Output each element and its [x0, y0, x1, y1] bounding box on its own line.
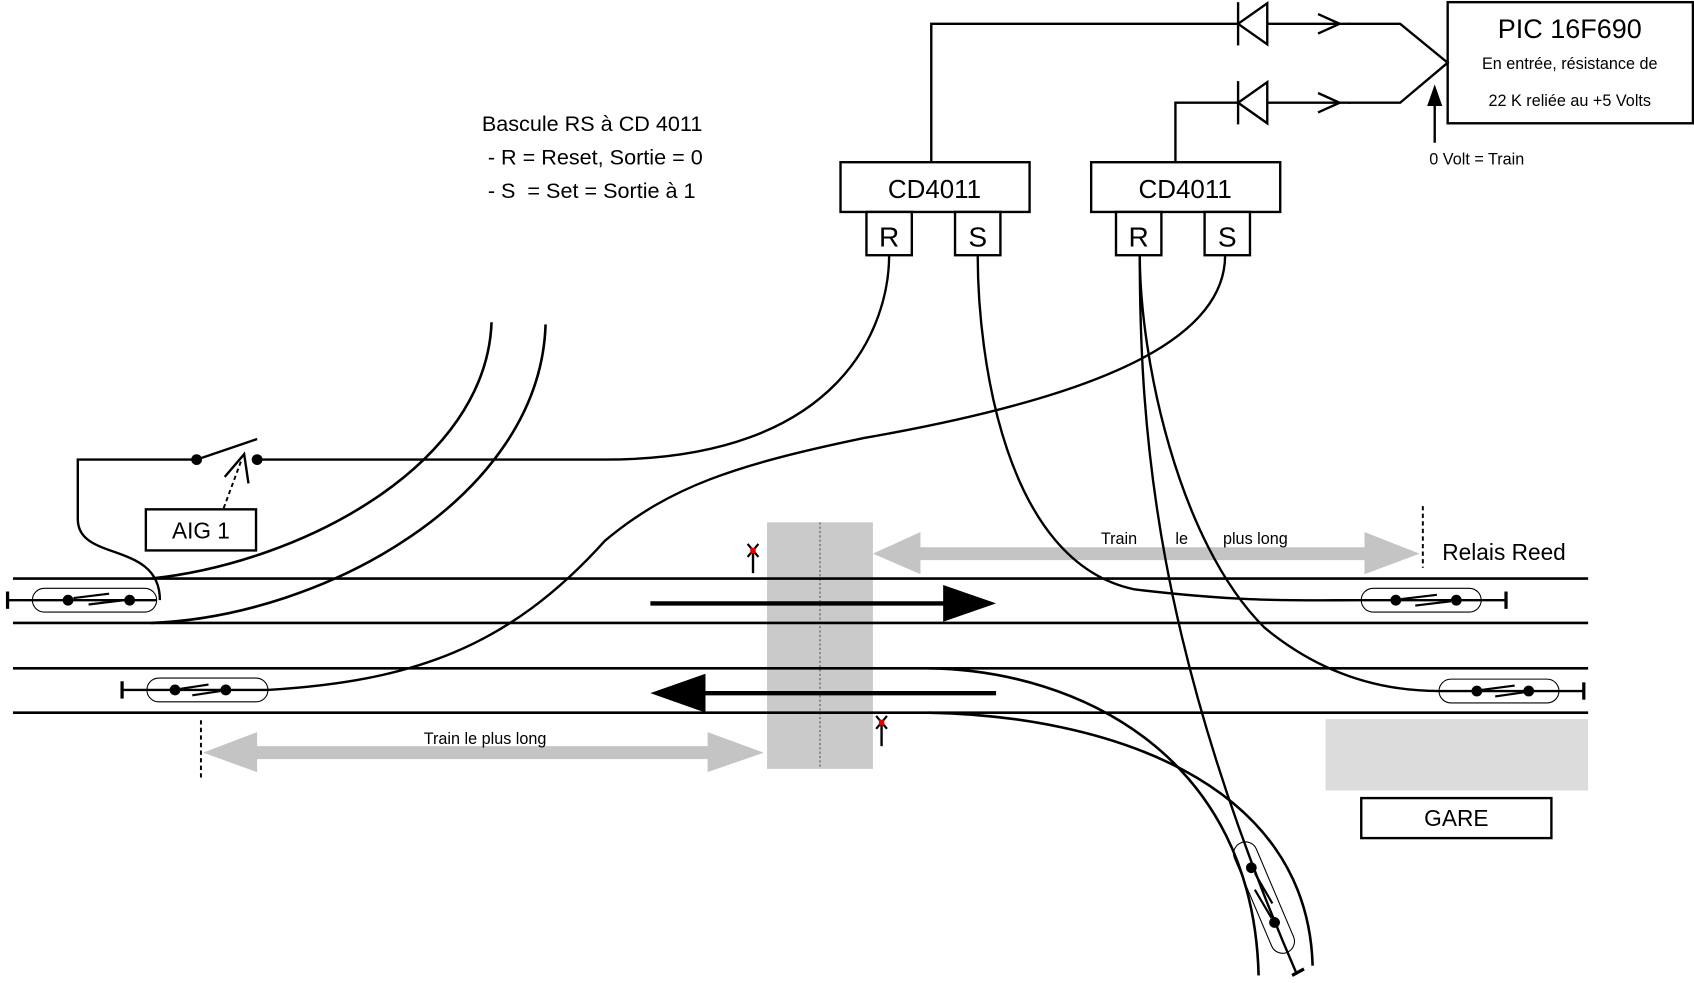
reed-blade	[1495, 691, 1526, 698]
reed-relay-branch	[1233, 841, 1305, 977]
flipflop-2-box	[1089, 161, 1282, 214]
direction-arrow-west	[650, 673, 997, 713]
flipflop-1-box	[839, 161, 1031, 214]
reed-contact	[124, 594, 136, 606]
flipflop-1-set-pin	[953, 210, 1002, 257]
reed-relay-left-bottom	[120, 677, 269, 703]
right-branch-rail-2	[929, 711, 1314, 966]
wire-ff1-reset	[257, 255, 891, 461]
reed-blade	[88, 599, 125, 606]
reed-relay-label: Relais Reed	[1442, 539, 1566, 565]
flipflop-1-set-label: S	[968, 222, 987, 253]
pic-input-note: 0 Volt = Train	[1429, 150, 1524, 168]
reed-contact	[62, 594, 74, 606]
reed-blade	[1401, 593, 1438, 601]
flipflop-2: CD4011 R S	[1089, 161, 1282, 257]
measure-top-word2: le	[1175, 530, 1188, 548]
measure-bottom-text: Train le plus long	[424, 730, 547, 748]
switch-actuator-arrow	[223, 451, 250, 484]
flow-arrow-icon	[1317, 12, 1343, 35]
pic-desc-line1: En entrée, résistance de	[1482, 55, 1658, 73]
reed-contact	[169, 684, 181, 696]
reed-contact	[220, 684, 232, 696]
double-arrow-icon	[203, 732, 764, 773]
wire-switch-to-reed	[76, 458, 197, 601]
reed-blade	[1415, 600, 1452, 607]
reed-contact	[1523, 685, 1535, 697]
reed-relay-right-bottom	[1438, 678, 1586, 704]
switch-icon	[196, 437, 258, 461]
flipflop-2-set-pin	[1203, 210, 1252, 257]
reed-blade	[73, 592, 110, 600]
left-branch-rail-2	[151, 324, 547, 625]
left-branch-rail-1	[151, 322, 493, 580]
pic-box	[1446, 0, 1694, 125]
pic-name: PIC 16F690	[1498, 14, 1642, 44]
measure-top-word3: plus long	[1223, 530, 1288, 548]
wire-ff2-output	[1174, 101, 1239, 163]
wire-ff2-reset-track	[1138, 255, 1440, 693]
flipflop-1: CD4011 R S	[839, 161, 1031, 257]
station-label: GARE	[1424, 805, 1488, 831]
right-branch-rail-1	[929, 667, 1260, 976]
diode-icon	[1236, 79, 1269, 126]
measure-bottom: Train le plus long	[199, 720, 764, 779]
ground-icon	[1291, 967, 1305, 977]
pic-block: PIC 16F690 En entrée, résistance de 22 K…	[1348, 0, 1694, 168]
reed-blade	[1481, 684, 1515, 692]
diode-icon	[1236, 0, 1269, 47]
wire-ff1-set	[976, 255, 1362, 602]
flipflop-2-set-label: S	[1218, 222, 1237, 253]
reed-blade	[192, 689, 221, 697]
flipflop-1-label: CD4011	[888, 176, 981, 204]
wire-ff2-set	[267, 255, 1227, 692]
station-box	[1360, 796, 1553, 840]
diode-top	[930, 0, 1351, 163]
signal-icon	[750, 547, 756, 554]
diode-bottom	[1174, 79, 1351, 163]
double-arrow-icon	[872, 532, 1420, 575]
switch-actuator-link	[222, 458, 243, 509]
signal-bottom	[875, 715, 888, 747]
wire-ff2-reset-branch	[1138, 255, 1298, 974]
wire-ff1-output	[930, 22, 1239, 163]
direction-arrow-icon	[650, 673, 706, 713]
measure-top: Train le plus long	[872, 506, 1424, 575]
signal-icon	[878, 719, 885, 726]
pic-input-wires	[1348, 22, 1450, 104]
switch-aig1: AIG 1	[76, 437, 263, 601]
tracks	[12, 322, 1589, 976]
flipflop-1-reset-pin	[865, 210, 914, 257]
pic-input-arrow-icon	[1427, 84, 1443, 106]
legend-reset: - R = Reset, Sortie = 0	[482, 144, 703, 169]
reed-contact	[1390, 594, 1402, 606]
reed-contact	[1471, 685, 1483, 697]
signal-top	[746, 543, 760, 574]
legend-set: - S = Set = Sortie à 1	[482, 178, 696, 203]
reed-relay-right-top	[1360, 587, 1508, 613]
measure-top-word1: Train	[1101, 530, 1137, 548]
flipflop-2-label: CD4011	[1139, 176, 1232, 204]
switch-label-box	[144, 508, 258, 552]
legend-title: Bascule RS à CD 4011	[482, 111, 703, 136]
direction-arrow-east	[650, 585, 997, 622]
switch-label: AIG 1	[172, 518, 230, 544]
reed-contact	[1450, 594, 1462, 606]
flipflop-1-reset-label: R	[879, 222, 899, 253]
pic-desc-line2: 22 K reliée au +5 Volts	[1489, 92, 1652, 110]
flow-arrow-icon	[1317, 91, 1343, 114]
legend: Bascule RS à CD 4011 - R = Reset, Sortie…	[482, 111, 703, 203]
reed-blade	[180, 683, 209, 690]
direction-arrow-icon	[943, 585, 997, 622]
reed-relay-left-top	[5, 587, 158, 613]
signal-wires	[257, 255, 1440, 974]
station-zone	[1325, 719, 1589, 791]
flipflop-2-reset-pin	[1114, 210, 1163, 257]
flipflop-2-reset-label: R	[1129, 222, 1149, 253]
reed-blade	[1253, 889, 1273, 919]
